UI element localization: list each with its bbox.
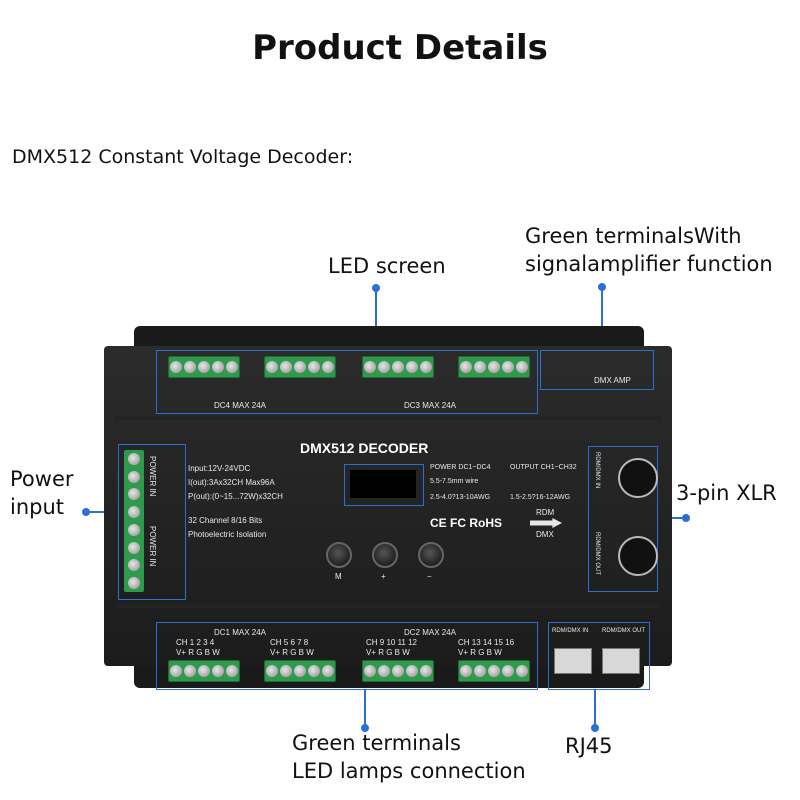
bottom-terminal-block-4[interactable] [458, 660, 530, 682]
callout-green-terminals-led-line2: LED lamps connection [292, 759, 526, 783]
dc3-label: DC3 MAX 24A [404, 401, 457, 410]
bottom-channels-1: CH 1 2 3 4 [176, 638, 215, 647]
top-terminal-block-1[interactable] [168, 356, 240, 378]
xlr-out-label: RDM/DMX OUT [594, 532, 600, 575]
spec-power: P(out):(0~15...72W)x32CH [188, 492, 283, 501]
callout-green-terminals-signal-line1: Green terminalsWith [525, 224, 742, 248]
leader-dot-xlr [682, 514, 690, 522]
bottom-terminals-highlight [156, 622, 538, 690]
power-spec-awg: 2.5-4.0?13-10AWG [430, 494, 491, 501]
feature-channels: 32 Channel 8/16 Bits [188, 516, 263, 525]
leader-dot-led-terminals [361, 724, 369, 732]
direction-arrow-icon [530, 518, 562, 528]
dc1-label: DC1 MAX 24A [214, 628, 267, 637]
mode-button-label: M [335, 572, 342, 581]
dc2-label: DC2 MAX 24A [404, 628, 457, 637]
bottom-channels-3: CH 9 10 11 12 [366, 638, 417, 647]
leader-dot-signal-terminals [598, 283, 606, 291]
rj45-out-label: RDM/DMX OUT [602, 628, 645, 634]
top-terminals-highlight [156, 350, 538, 414]
output-spec-awg: 1.5-2.5?16-12AWG [510, 494, 571, 501]
page-title: Product Details [252, 28, 548, 68]
rj45-out-port[interactable] [602, 648, 640, 674]
bottom-pins-1: V+ R G B W [176, 648, 220, 657]
rj45-in-port[interactable] [554, 648, 592, 674]
minus-button[interactable] [418, 542, 444, 568]
feature-isolation: Photoelectric Isolation [188, 530, 267, 539]
upper-rail [114, 416, 662, 420]
dmx-amp-label: DMX AMP [594, 376, 631, 385]
top-terminal-block-2[interactable] [264, 356, 336, 378]
leader-line-signal-terminals [601, 286, 603, 350]
dc4-label: DC4 MAX 24A [214, 401, 267, 410]
xlr-out-connector[interactable] [618, 536, 658, 576]
power-in-label-1: POWER IN [148, 456, 157, 497]
leader-dot-rj45 [591, 724, 599, 732]
rj45-in-label: RDM/DMX IN [552, 628, 589, 634]
dmx-decoder-device: DC4 MAX 24A DC3 MAX 24A DMX AMP POWER IN… [104, 326, 672, 690]
power-terminal-block[interactable] [124, 450, 144, 592]
led-screen [350, 470, 416, 498]
leader-line-power-input [86, 511, 118, 513]
lower-rail [114, 604, 662, 608]
callout-led-screen: LED screen [328, 254, 446, 278]
rdm-label: RDM [536, 508, 555, 517]
leader-dot-power-input [82, 508, 90, 516]
bottom-channels-4: CH 13 14 15 16 [458, 638, 515, 647]
xlr-in-connector[interactable] [618, 458, 658, 498]
xlr-in-label: RDM/DMX IN [594, 452, 600, 489]
callout-power-input-line2: input [10, 495, 65, 519]
signal-terminals-highlight [540, 350, 654, 390]
mode-button[interactable] [326, 542, 352, 568]
device-body [104, 346, 672, 666]
dmx-label: DMX [536, 530, 554, 539]
callout-rj45: RJ45 [565, 734, 613, 758]
rj45-highlight [548, 622, 650, 690]
bottom-pins-3: V+ R G B W [366, 648, 410, 657]
spec-input: Input:12V-24VDC [188, 464, 251, 473]
bottom-terminal-block-1[interactable] [168, 660, 240, 682]
leader-line-rj45 [594, 690, 596, 730]
power-in-label-2: POWER IN [148, 526, 157, 567]
bottom-channels-2: CH 5 6 7 8 [270, 638, 309, 647]
top-terminal-block-3[interactable] [362, 356, 434, 378]
callout-green-terminals-led-line1: Green terminals [292, 731, 461, 755]
xlr-highlight [588, 446, 658, 592]
bottom-terminal-block-2[interactable] [264, 660, 336, 682]
callout-power-input-line1: Power [10, 467, 74, 491]
power-spec-wire: 5.5-7.5mm wire [430, 478, 479, 485]
bottom-pins-2: V+ R G B W [270, 648, 314, 657]
plus-button[interactable] [372, 542, 398, 568]
spec-current: I(out):3Ax32CH Max96A [188, 478, 275, 487]
power-spec-title: POWER DC1~DC4 [430, 464, 491, 471]
top-terminal-block-4[interactable] [458, 356, 530, 378]
power-input-highlight [118, 444, 186, 600]
minus-button-label: − [427, 572, 432, 581]
leader-dot-led-screen [372, 284, 380, 292]
led-screen-highlight [344, 464, 424, 506]
product-subtitle: DMX512 Constant Voltage Decoder: [12, 146, 354, 168]
callout-xlr: 3-pin XLR [676, 481, 777, 505]
bottom-terminal-block-3[interactable] [362, 660, 434, 682]
output-spec-title: OUTPUT CH1~CH32 [510, 464, 577, 471]
cert-marks: CE FC RoHS [430, 516, 502, 530]
device-name: DMX512 DECODER [300, 440, 429, 456]
plus-button-label: + [381, 572, 386, 581]
leader-line-led-terminals [364, 690, 366, 730]
callout-green-terminals-signal-line2: signalamplifier function [525, 252, 773, 276]
bottom-pins-4: V+ R G B W [458, 648, 502, 657]
